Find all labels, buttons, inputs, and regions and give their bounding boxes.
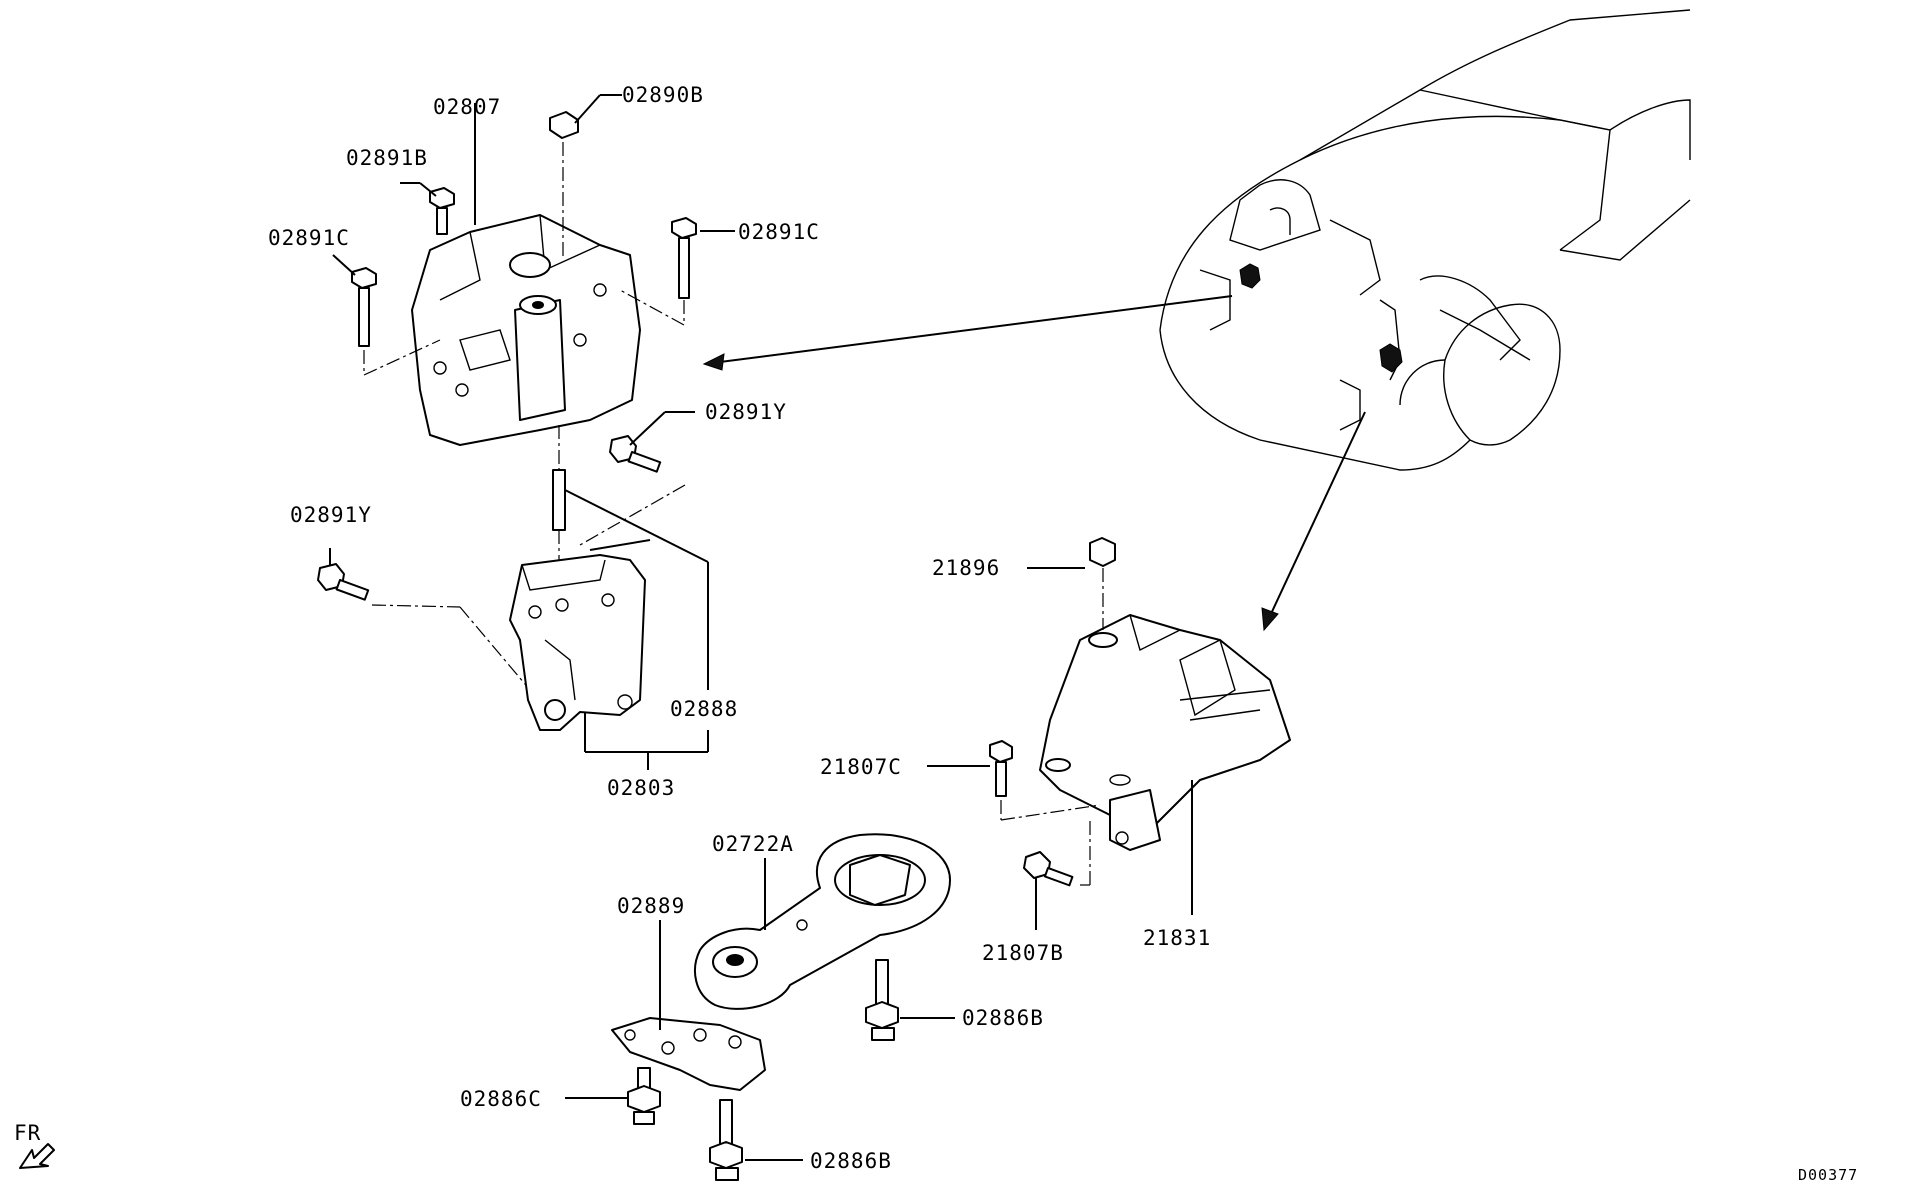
label-02722A: 02722A [712, 832, 794, 856]
engine-mount-02807 [411, 214, 641, 446]
label-02886B-lower: 02886B [810, 1149, 892, 1173]
label-02886C: 02886C [460, 1087, 542, 1111]
bolt-02891C-left [351, 267, 441, 376]
bolt-02891Y-left [317, 563, 531, 691]
leader-lines-right [927, 567, 1193, 930]
label-02891C-right: 02891C [738, 220, 820, 244]
label-front: FR [14, 1121, 41, 1145]
label-02888: 02888 [670, 697, 738, 721]
nut-21896 [1089, 537, 1116, 630]
label-21831: 21831 [1143, 926, 1211, 950]
label-02891Y-left: 02891Y [290, 503, 372, 527]
bolt-02886C [627, 1067, 661, 1125]
bolt-02891B [429, 187, 455, 235]
engine-mount-21831 [1039, 614, 1291, 851]
bolt-02890B [549, 111, 579, 260]
torque-rod-02722A [694, 833, 951, 1010]
label-02891C-left: 02891C [268, 226, 350, 250]
label-02886B-upper: 02886B [962, 1006, 1044, 1030]
label-02890B: 02890B [622, 83, 704, 107]
label-21807B: 21807B [982, 941, 1064, 965]
front-direction-indicator [19, 1143, 55, 1169]
bracket-02888 [509, 554, 646, 731]
bolt-21807B [1023, 820, 1091, 887]
leader-lines-left [329, 94, 735, 770]
bolt-02891Y-upper [579, 435, 686, 546]
leader-lines-bottom [565, 858, 955, 1161]
pointer-arrows [702, 295, 1366, 632]
label-02803: 02803 [607, 776, 675, 800]
vehicle-illustration [1159, 9, 1691, 471]
bolt-02891C-right [619, 217, 697, 326]
label-21807C: 21807C [820, 755, 902, 779]
label-21896: 21896 [932, 556, 1000, 580]
diagram-code: D00377 [1798, 1166, 1858, 1184]
bolt-02886B-upper [865, 959, 899, 1041]
bolt-21807C [989, 740, 1101, 821]
label-02807: 02807 [433, 95, 501, 119]
bolt-02886B-lower [709, 1099, 743, 1181]
label-02891B: 02891B [346, 146, 428, 170]
bracket-02889 [611, 1017, 766, 1091]
stud [552, 425, 566, 570]
label-02891Y-upper: 02891Y [705, 400, 787, 424]
label-02889: 02889 [617, 894, 685, 918]
callout-labels: 02807 02890B 02891B 02891C 02891C 02891Y… [14, 83, 1858, 1184]
